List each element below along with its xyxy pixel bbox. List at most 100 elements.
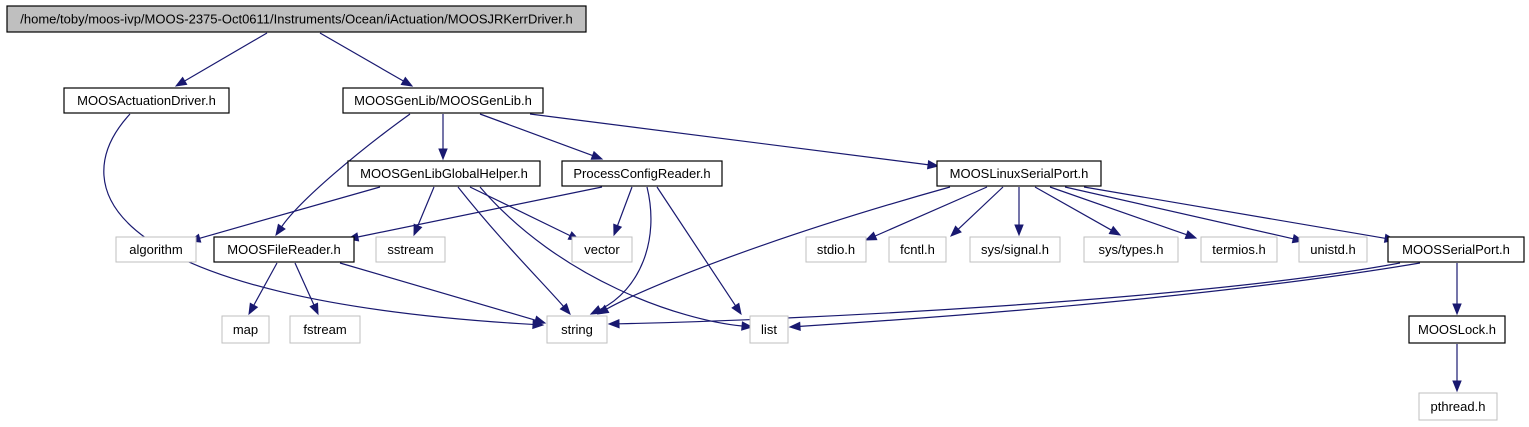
node-globalhelper[interactable]: MOOSGenLibGlobalHelper.h <box>347 160 541 187</box>
node-box <box>63 87 230 114</box>
edge-pcr-to-list <box>656 186 742 316</box>
node-box <box>546 315 608 344</box>
edge-line <box>457 186 564 307</box>
edge-linuxserial-to-signal <box>1014 187 1024 237</box>
node-termios: termios.h <box>1200 236 1278 263</box>
arrowhead-icon <box>607 319 620 329</box>
node-linuxserial[interactable]: MOOSLinuxSerialPort.h <box>936 160 1102 187</box>
edge-line <box>874 186 988 237</box>
edge-root-to-actdrv <box>174 32 268 87</box>
arrowhead-icon <box>731 302 742 316</box>
arrowhead-icon <box>559 302 571 316</box>
arrowhead-icon <box>864 231 878 241</box>
edge-serialport-to-lock <box>1452 263 1462 316</box>
node-serialport[interactable]: MOOSSerialPort.h <box>1387 236 1525 263</box>
edge-genlib-to-pcr <box>479 113 604 160</box>
arrowhead-icon <box>413 223 423 237</box>
node-box <box>6 5 587 33</box>
node-label: list <box>761 322 777 337</box>
node-fcntl: fcntl.h <box>888 236 947 263</box>
edge-line <box>799 262 1421 327</box>
edge-line <box>479 186 743 327</box>
node-label: /home/toby/moos-ivp/MOOS-2375-Oct0611/In… <box>20 12 572 27</box>
node-box <box>1200 236 1278 263</box>
edge-line <box>529 113 929 166</box>
node-box <box>805 236 867 263</box>
node-lock[interactable]: MOOSLock.h <box>1408 315 1506 344</box>
edge-genlib-to-globalhelper <box>438 114 448 161</box>
node-filereader[interactable]: MOOSFileReader.h <box>213 236 355 263</box>
node-box <box>888 236 947 263</box>
arrowhead-icon <box>613 223 623 237</box>
edge-line <box>184 32 268 82</box>
node-label: ProcessConfigReader.h <box>573 166 710 181</box>
arrowhead-icon <box>533 315 547 325</box>
node-box <box>1408 315 1506 344</box>
edge-line <box>599 186 652 311</box>
node-list: list <box>749 315 789 344</box>
node-box <box>213 236 355 263</box>
edge-filereader-to-string <box>339 262 547 325</box>
edge-root-to-genlib <box>319 32 414 87</box>
edge-linuxserial-to-termios <box>1049 186 1198 240</box>
node-label: MOOSGenLib/MOOSGenLib.h <box>354 93 532 108</box>
arrowhead-icon <box>174 76 188 87</box>
arrowhead-icon <box>788 321 801 332</box>
edge-line <box>1049 186 1187 236</box>
arrowhead-icon <box>596 304 610 315</box>
node-label: sys/signal.h <box>981 242 1049 257</box>
node-box <box>289 315 361 344</box>
node-label: MOOSActuationDriver.h <box>77 93 216 108</box>
arrowhead-icon <box>309 302 319 316</box>
node-box <box>969 236 1061 263</box>
node-box <box>221 315 270 344</box>
node-label: fcntl.h <box>900 242 935 257</box>
node-root[interactable]: /home/toby/moos-ivp/MOOS-2375-Oct0611/In… <box>6 5 587 33</box>
arrowhead-icon <box>590 150 604 160</box>
edge-line <box>319 32 404 82</box>
arrowhead-icon <box>275 223 286 237</box>
edge-serialport-to-string <box>607 262 1401 329</box>
edge-line <box>339 262 536 321</box>
edge-line <box>253 262 278 306</box>
node-box <box>1083 236 1179 263</box>
node-box <box>936 160 1102 187</box>
node-label: stdio.h <box>817 242 855 257</box>
node-label: string <box>561 322 593 337</box>
edge-pcr-to-vector <box>613 186 633 237</box>
node-label: MOOSLinuxSerialPort.h <box>950 166 1089 181</box>
node-map: map <box>221 315 270 344</box>
node-genlib[interactable]: MOOSGenLib/MOOSGenLib.h <box>342 87 544 114</box>
edge-lock-to-pthread <box>1452 344 1462 393</box>
node-box <box>749 315 789 344</box>
node-label: sstream <box>387 242 433 257</box>
node-label: fstream <box>303 322 346 337</box>
edge-globalhelper-to-algorithm <box>188 186 381 243</box>
node-actdrv[interactable]: MOOSActuationDriver.h <box>63 87 230 114</box>
edge-line <box>199 186 381 239</box>
edge-line <box>616 186 633 226</box>
node-label: sys/types.h <box>1098 242 1163 257</box>
arrowhead-icon <box>1452 380 1462 393</box>
edge-filereader-to-map <box>248 262 278 316</box>
edge-linuxserial-to-fcntl <box>950 186 1004 237</box>
node-label: MOOSLock.h <box>1418 322 1496 337</box>
edge-linuxserial-to-types <box>1034 186 1122 236</box>
node-box <box>347 160 541 187</box>
arrowhead-icon <box>1452 303 1462 316</box>
arrowhead-icon <box>438 148 448 161</box>
nodes-layer: /home/toby/moos-ivp/MOOS-2375-Oct0611/In… <box>6 5 1525 421</box>
node-label: pthread.h <box>1431 399 1486 414</box>
edge-line <box>957 186 1004 230</box>
arrowhead-icon <box>926 159 940 170</box>
edge-line <box>618 262 1401 325</box>
edge-globalhelper-to-list <box>479 186 754 331</box>
edge-line <box>656 186 736 306</box>
node-box <box>342 87 544 114</box>
node-pcr[interactable]: ProcessConfigReader.h <box>561 160 723 187</box>
node-label: algorithm <box>129 242 182 257</box>
edge-line <box>103 113 534 326</box>
node-string: string <box>546 315 608 344</box>
node-vector: vector <box>571 236 633 263</box>
